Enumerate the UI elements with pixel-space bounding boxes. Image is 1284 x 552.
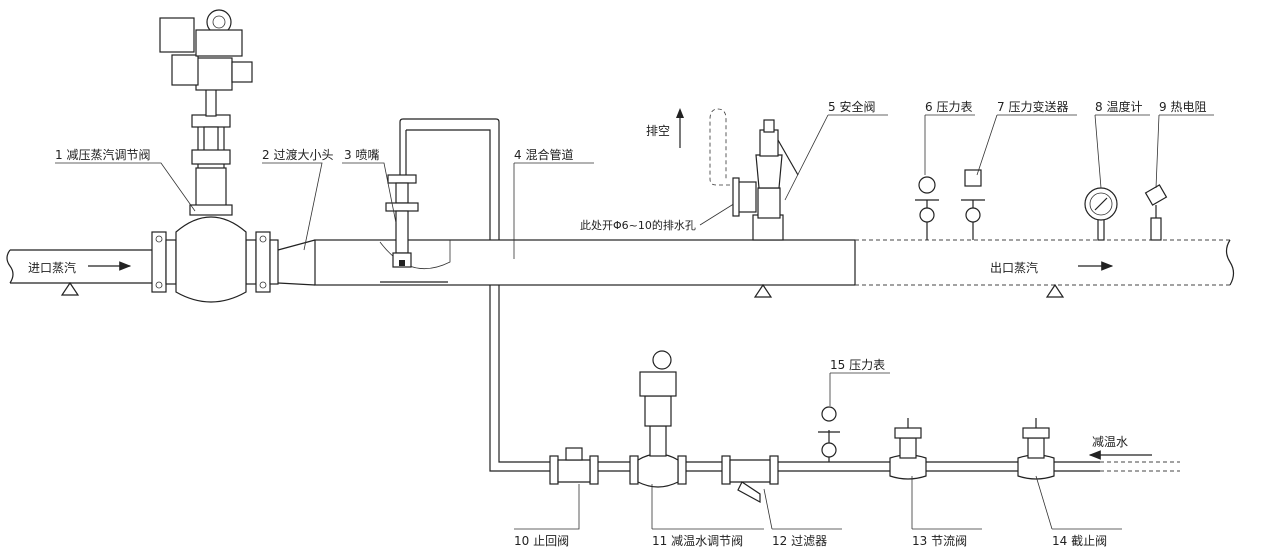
label-c1: 1 减压蒸汽调节阀 <box>55 147 150 162</box>
pressure-transmitter-7 <box>961 169 985 240</box>
label-c3: 3 喷嘴 <box>344 148 379 162</box>
nozzle <box>385 125 419 268</box>
water-pipe <box>399 118 1180 472</box>
strainer-12 <box>721 455 779 504</box>
label-c14: 14 截止阀 <box>1052 534 1107 548</box>
label-vent: 排空 <box>646 124 670 138</box>
throttle-valve-13 <box>889 418 927 480</box>
label-c6: 6 压力表 <box>925 100 972 114</box>
label-c11: 11 减温水调节阀 <box>652 534 743 548</box>
label-c12: 12 过滤器 <box>772 534 827 548</box>
label-c15: 15 压力表 <box>830 358 885 372</box>
label-drain-hole: 此处开Φ6~10的排水孔 <box>580 218 696 232</box>
vent-line <box>676 108 741 226</box>
pressure-gauge-6 <box>915 176 939 240</box>
pressure-gauge-15 <box>818 406 840 462</box>
label-water: 减温水 <box>1092 435 1128 449</box>
label-c4: 4 混合管道 <box>514 147 573 162</box>
label-c7: 7 压力变送器 <box>997 99 1068 114</box>
label-c13: 13 节流阀 <box>912 534 967 548</box>
steam-control-valve <box>151 9 279 303</box>
stop-valve-14 <box>1017 418 1055 480</box>
label-c9: 9 热电阻 <box>1159 100 1206 114</box>
label-outlet-steam: 出口蒸汽 <box>990 260 1038 275</box>
thermometer-8 <box>1084 187 1118 241</box>
leader-lines <box>55 114 1214 530</box>
thermal-resistor-9 <box>1144 184 1168 241</box>
check-valve-10 <box>549 447 599 485</box>
label-c5: 5 安全阀 <box>828 99 875 114</box>
safety-valve <box>732 119 799 241</box>
pipe-supports <box>60 281 1065 298</box>
label-inlet-steam: 进口蒸汽 <box>28 260 76 275</box>
label-c2: 2 过渡大小头 <box>262 147 333 162</box>
label-c10: 10 止回阀 <box>514 534 569 548</box>
water-control-valve-11 <box>629 350 687 488</box>
label-c8: 8 温度计 <box>1095 99 1142 114</box>
